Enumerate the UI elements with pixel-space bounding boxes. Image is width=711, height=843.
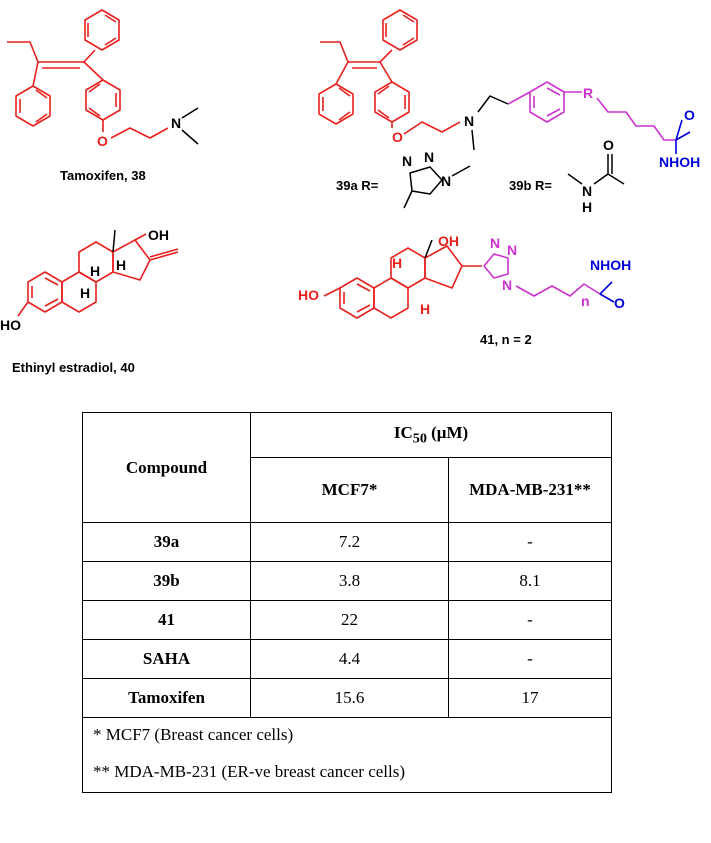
mda-cell: 17 [448, 678, 612, 718]
r-group-atom: R [583, 85, 593, 101]
mcf7-cell: 3.8 [250, 561, 449, 601]
mcf7-cell: 4.4 [250, 639, 449, 679]
mda-cell: 8.1 [448, 561, 612, 601]
compound-41-triazole-n2: N [507, 242, 517, 258]
footnote-row: ** MDA-MB-231 (ER-ve breast cancer cells… [82, 752, 612, 793]
compound-41-phenol-group: HO [298, 287, 319, 303]
compound-cell: 39a [82, 522, 251, 562]
compound-cell: 41 [82, 600, 251, 640]
tamoxifen-oxygen-atom: O [97, 133, 108, 149]
compound-41-triazole-n3: N [502, 277, 512, 293]
compound-39-nitrogen-atom: N [464, 113, 474, 129]
estradiol-hydroxyl-group: OH [148, 227, 169, 243]
r-39a-label: 39a R= [336, 178, 379, 193]
ic50-table: Compound IC50 (μM) MCF7* MDA-MB-231** 39… [82, 412, 612, 793]
compound-cell: Tamoxifen [82, 678, 251, 718]
mcf7-cell: 15.6 [250, 678, 449, 718]
triazole-n2-atom: N [424, 149, 434, 165]
compound-41-repeat-n: n [581, 293, 590, 309]
compound-41-h-atom-2: H [420, 301, 430, 317]
compound-41-h-atom-1: H [392, 255, 402, 271]
compound-41-label: 41, n = 2 [480, 332, 532, 347]
estradiol-h-atom-3: H [80, 285, 90, 301]
mda-column-header: MDA-MB-231** [448, 457, 612, 523]
mda-cell: - [448, 600, 612, 640]
mcf7-cell: 22 [250, 600, 449, 640]
ethinyl-estradiol-structure: OH H H H HO Ethinyl estradiol, 40 [0, 227, 179, 375]
footnote-mcf7: * MCF7 (Breast cancer cells) [82, 717, 612, 752]
ic50-column-header: IC50 (μM) [250, 412, 612, 458]
compound-38-label: Tamoxifen, 38 [60, 168, 146, 183]
estradiol-phenol-group: HO [0, 317, 21, 333]
tamoxifen-nitrogen-atom: N [171, 115, 181, 131]
r-39b-label: 39b R= [509, 178, 552, 193]
compound-41-triazole-n1: N [490, 235, 500, 251]
compound-41-hydroxyl-group: OH [438, 233, 459, 249]
compound-cell: SAHA [82, 639, 251, 679]
footnote-mda: ** MDA-MB-231 (ER-ve breast cancer cells… [82, 752, 612, 793]
compound-39-oxygen-atom: O [392, 129, 403, 145]
estradiol-h-atom-2: H [116, 257, 126, 273]
acetamide-h-atom: H [582, 199, 592, 215]
compound-41-carbonyl-oxygen: O [614, 295, 625, 311]
compound-column-header: Compound [82, 412, 251, 523]
compound-39-nhoh-group: NHOH [659, 154, 700, 170]
compound-40-label: Ethinyl estradiol, 40 [12, 360, 135, 375]
chemical-structures-figure: O N Tamoxifen, 38 O N R O N [0, 9, 700, 375]
mcf7-cell: 7.2 [250, 522, 449, 562]
compound-41-nhoh-group: NHOH [590, 257, 631, 273]
acetamide-oxygen-atom: O [603, 137, 614, 153]
compound-41-structure: HO OH H H N N N n O NHOH 41, n = 2 [298, 233, 631, 347]
triazole-n1-atom: N [402, 153, 412, 169]
hydroxamate-oxygen-atom: O [684, 107, 695, 123]
estradiol-h-atom-1: H [90, 263, 100, 279]
mda-cell: - [448, 639, 612, 679]
table-header-row: Compound IC50 (μM) [82, 412, 612, 523]
footnote-row: * MCF7 (Breast cancer cells) [82, 717, 612, 752]
compound-cell: 39b [82, 561, 251, 601]
mda-cell: - [448, 522, 612, 562]
triazole-n3-atom: N [441, 173, 451, 189]
acetamide-nitrogen-atom: N [582, 183, 592, 199]
tamoxifen-structure: O N Tamoxifen, 38 [7, 9, 199, 183]
compound-39-structure: O N R O NHOH 39a R= N N N 39b R= N H O [318, 9, 700, 215]
mcf7-column-header: MCF7* [250, 457, 449, 523]
